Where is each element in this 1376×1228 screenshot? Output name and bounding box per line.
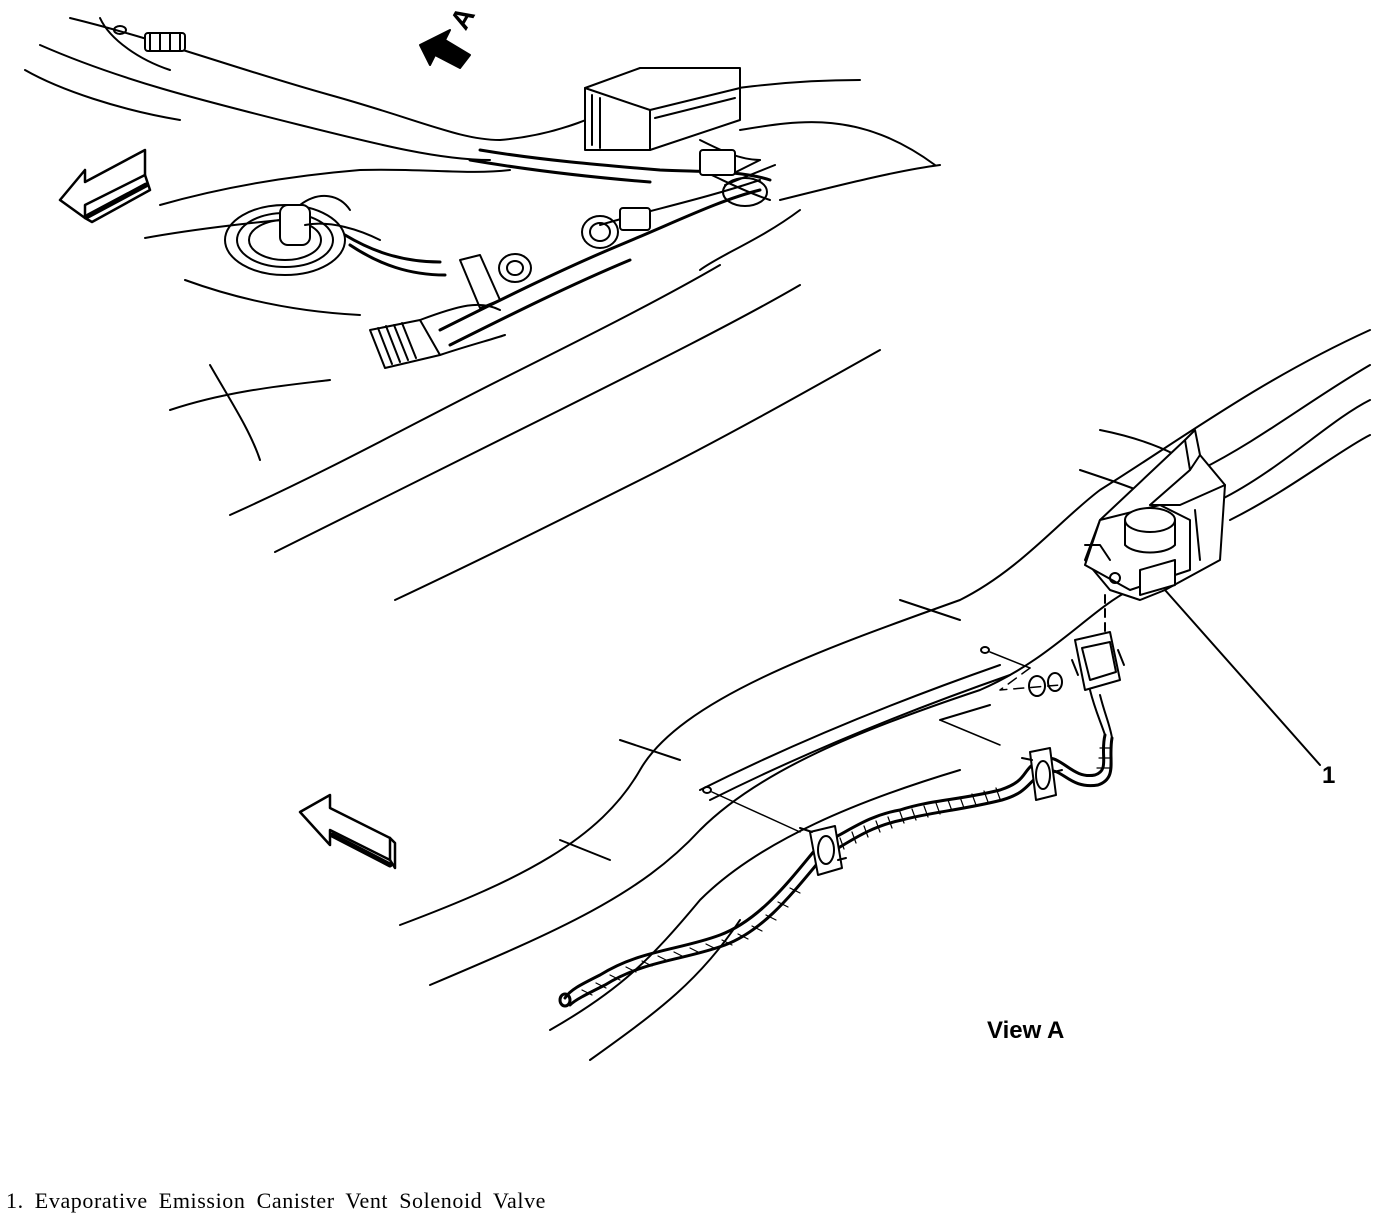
harness-ribbing: [581, 747, 1113, 996]
callout-number-1: 1: [1322, 762, 1335, 789]
upper-tank-view: A: [24, 2, 941, 601]
fuel-sender-cap: [224, 195, 381, 276]
lower-view-a: 1 View A: [298, 329, 1371, 1061]
mount-holes: [702, 646, 1063, 833]
forward-arrow-upper-icon: [58, 148, 152, 224]
forward-arrow-lower-icon: [298, 793, 397, 870]
view-a-label: View A: [987, 1017, 1064, 1044]
legend-caption: 1. Evaporative Emission Canister Vent So…: [6, 1188, 547, 1213]
harness-clip-upper: [1021, 747, 1063, 801]
vent-solenoid-valve: [1084, 504, 1191, 596]
frame-rail: [399, 329, 1371, 1061]
upper-left-connector: [113, 25, 186, 52]
mid-valves: [459, 149, 776, 309]
vent-hoses: [343, 148, 772, 347]
harness-clip-lower: [799, 825, 847, 876]
view-a-arrow: A: [419, 2, 481, 69]
callout-leader-line: [1164, 589, 1321, 766]
harness-connector: [1071, 631, 1125, 739]
rail-groove: [699, 664, 1011, 801]
upper-body-panel: [24, 17, 941, 601]
filler-neck-coupling: [369, 303, 506, 369]
evap-canister: [584, 67, 761, 161]
